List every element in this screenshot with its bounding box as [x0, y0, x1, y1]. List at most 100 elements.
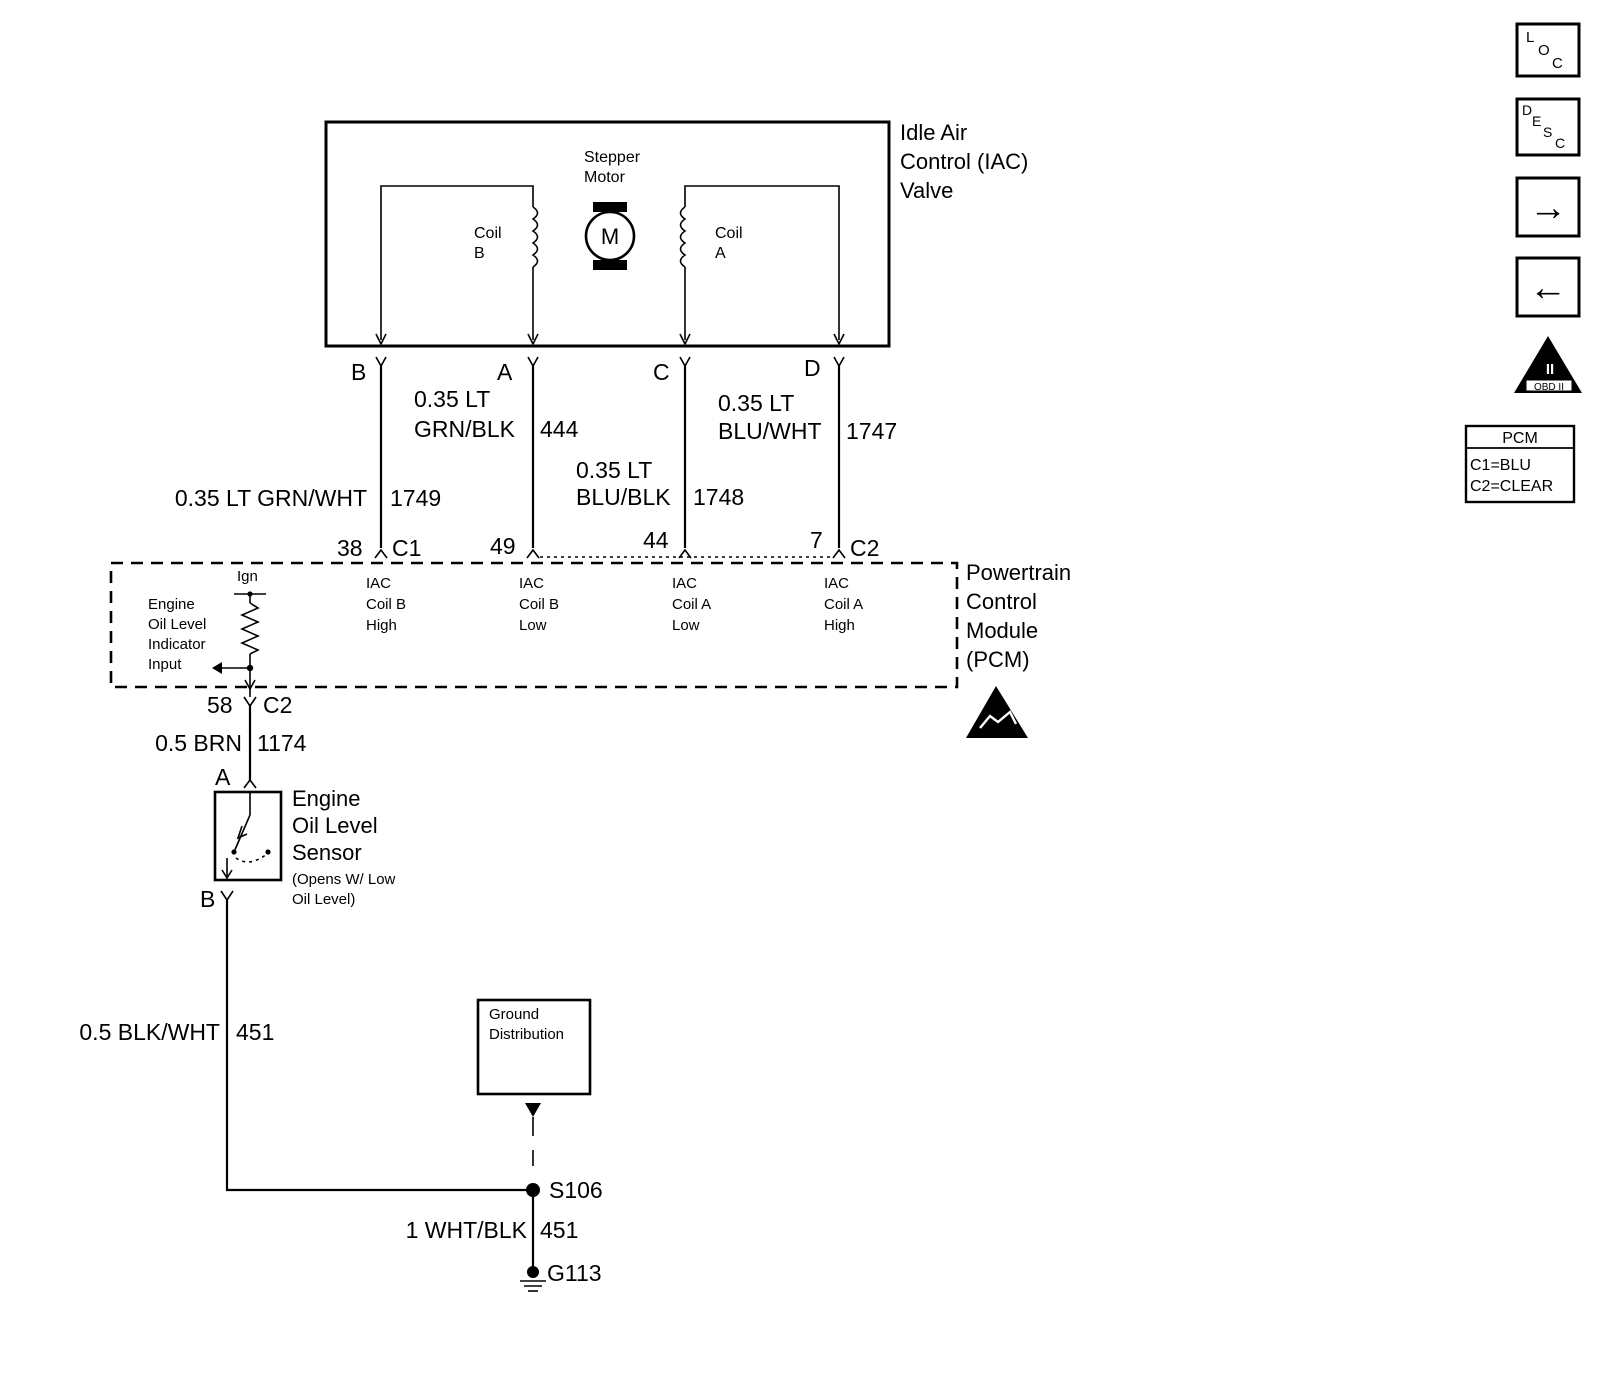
oil-indicator-input: Ign Engine Oil Level Indicator Input [148, 568, 266, 697]
pcm-connector-c2-bottom: C2 [263, 692, 292, 718]
sensor-pin-a: A [215, 764, 231, 790]
iac-valve: Idle Air Control (IAC) Valve Coil B Coil… [324, 120, 1028, 348]
desc-letter-d: D [1522, 102, 1532, 118]
wire-451-lower-circuit: 451 [540, 1217, 578, 1243]
valve-pin-b: B [351, 359, 366, 385]
wire-1748-circuit: 1748 [693, 484, 744, 510]
arrow-left-icon: ← [1529, 267, 1567, 309]
legend-title: PCM [1502, 430, 1538, 447]
pcm-pin-44: 44 [643, 527, 669, 553]
ground-g113: G113 [547, 1260, 602, 1286]
coil-b-high-label-1: IAC [366, 575, 391, 592]
wire-444-spec-2: GRN/BLK [414, 416, 516, 442]
wire-1748-spec-1: 0.35 LT [576, 457, 652, 483]
sensor-label-5: Oil Level) [292, 891, 355, 908]
pcm-label-4: (PCM) [966, 647, 1030, 672]
coil-b: Coil B [375, 185, 539, 346]
wire-444-circuit: 444 [540, 416, 579, 442]
wire-1747-spec-1: 0.35 LT [718, 390, 794, 416]
coil-a-label-2: A [715, 245, 726, 262]
pcm-top-connector: 38 C1 49 44 7 C2 [337, 527, 879, 561]
wire-1174-circuit: 1174 [257, 730, 307, 756]
desc-button[interactable]: D E S C [1515, 97, 1581, 157]
legend-c1: C1=BLU [1470, 457, 1531, 474]
coil-a-high-label-3: High [824, 617, 855, 634]
loc-letter-l: L [1526, 29, 1534, 46]
iac-valve-label-1: Idle Air [900, 120, 967, 145]
oil-input-label-1: Engine [148, 596, 195, 613]
iac-coil-b-high-input: IAC Coil B High [366, 575, 406, 634]
oil-input-label-2: Oil Level [148, 616, 206, 633]
coil-a-low-label-3: Low [672, 617, 700, 634]
obd-roman-numeral: II [1546, 361, 1554, 378]
ign-label: Ign [237, 568, 258, 585]
arrow-right-icon: → [1529, 187, 1567, 229]
wire-1749-circuit: 1749 [390, 485, 441, 511]
pcm-module: Powertrain Control Module (PCM) Ign Engi… [109, 560, 1071, 738]
coil-a-low-label-2: Coil A [672, 596, 711, 613]
coil-b-label-1: Coil [474, 225, 502, 242]
pcm-label-1: Powertrain [966, 560, 1071, 585]
pcm-pin-38: 38 [337, 535, 363, 561]
loc-letter-o: O [1538, 42, 1550, 59]
iac-coil-b-low-input: IAC Coil B Low [519, 575, 559, 634]
pcm-connector-c2-top: C2 [850, 535, 879, 561]
splice-s106: S106 [549, 1177, 603, 1203]
coil-b-low-label-1: IAC [519, 575, 544, 592]
desc-letter-c: C [1555, 135, 1565, 151]
pcm-label-3: Module [966, 618, 1038, 643]
wire-451-upper-spec: 0.5 BLK/WHT [79, 1019, 220, 1045]
pcm-pin-58: 58 [207, 692, 233, 718]
coil-b-label-2: B [474, 245, 485, 262]
coil-a-low-label-1: IAC [672, 575, 697, 592]
wire-1174: 58 C2 0.5 BRN 1174 [155, 692, 307, 789]
wire-1174-spec: 0.5 BRN [155, 730, 242, 756]
ground-g113-icon [520, 1266, 546, 1292]
stepper-motor-label-2: Motor [584, 169, 626, 186]
pcm-label-2: Control [966, 589, 1037, 614]
sensor-label-1: Engine [292, 786, 361, 811]
pcm-connector-legend: PCM C1=BLU C2=CLEAR [1464, 424, 1576, 504]
wire-451-upper-circuit: 451 [236, 1019, 274, 1045]
coil-b-high-label-2: Coil B [366, 596, 406, 613]
coil-b-high-label-3: High [366, 617, 397, 634]
sensor-label-4: (Opens W/ Low [292, 871, 396, 888]
valve-pin-a: A [497, 359, 513, 385]
desc-letter-s: S [1543, 124, 1552, 140]
iac-wires: 0.35 LT GRN/WHT 1749 0.35 LT GRN/BLK 444… [175, 366, 897, 548]
prev-page-button[interactable]: ← [1515, 256, 1581, 318]
pcm-pin-49: 49 [490, 533, 516, 559]
oil-input-label-4: Input [148, 656, 182, 673]
wire-1749-spec: 0.35 LT GRN/WHT [175, 485, 367, 511]
valve-pin-d: D [804, 355, 821, 381]
desc-letter-e: E [1532, 113, 1541, 129]
sensor-label-2: Oil Level [292, 813, 378, 838]
motor-symbol: M [601, 224, 619, 249]
iac-coil-a-high-input: IAC Coil A High [824, 575, 863, 634]
coil-b-low-label-3: Low [519, 617, 547, 634]
loc-button[interactable]: L O C [1515, 22, 1581, 78]
iac-valve-label-3: Valve [900, 178, 953, 203]
pcm-connector-c1: C1 [392, 535, 421, 561]
next-page-button[interactable]: → [1515, 176, 1581, 238]
ground-dist-label-1: Ground [489, 1006, 539, 1023]
coil-a-high-label-2: Coil A [824, 596, 863, 613]
iac-valve-label-2: Control (IAC) [900, 149, 1028, 174]
obd-ii-button[interactable]: II OBD II [1514, 336, 1582, 393]
wire-451-lower-spec: 1 WHT/BLK [406, 1217, 528, 1243]
legend-c2: C2=CLEAR [1470, 478, 1553, 495]
stepper-motor-label-1: Stepper [584, 149, 641, 166]
sensor-pin-b: B [200, 886, 215, 912]
oil-level-sensor: A Engine Oil Level Sensor (Opens W/ Low … [200, 764, 396, 912]
wire-1747-spec-2: BLU/WHT [718, 418, 822, 444]
esd-caution-icon [966, 686, 1028, 738]
oil-input-label-3: Indicator [148, 636, 206, 653]
wire-444-spec-1: 0.35 LT [414, 386, 490, 412]
ground-dist-label-2: Distribution [489, 1026, 564, 1043]
stepper-motor-icon: M [584, 202, 636, 270]
loc-letter-c: C [1552, 55, 1563, 72]
wire-1748-spec-2: BLU/BLK [576, 484, 671, 510]
sensor-label-3: Sensor [292, 840, 362, 865]
obd-label: OBD II [1534, 382, 1564, 393]
